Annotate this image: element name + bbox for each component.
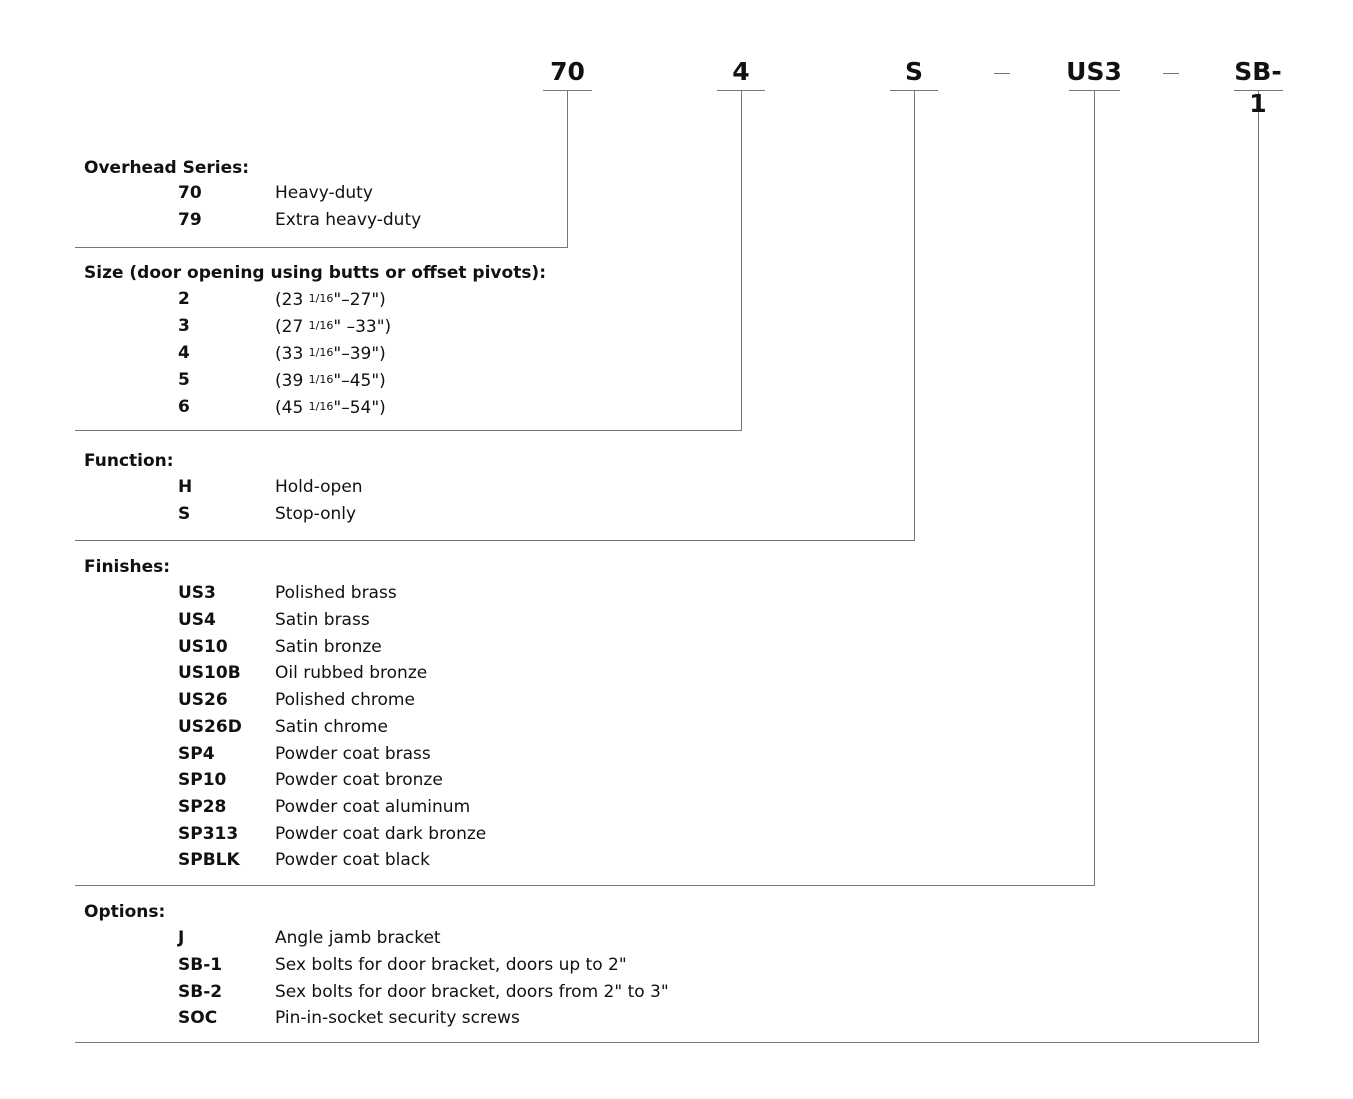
code-finish: US3 [1066,57,1122,86]
item-range: (45 1/16"–54") [275,398,386,418]
section-title-finishes: Finishes: [84,557,171,577]
item-code: US4 [178,610,216,630]
item-desc: Sex bolts for door bracket, doors up to … [275,955,627,975]
section-title-size: Size (door opening using butts or offset… [84,263,547,283]
item-code: 5 [178,370,190,390]
item-code: SB-2 [178,982,223,1002]
leader-series [75,91,568,248]
item-code: SP10 [178,770,227,790]
item-code: US26 [178,690,228,710]
item-desc: Oil rubbed bronze [275,663,428,683]
separator-dash [994,73,1010,74]
item-code: 4 [178,343,190,363]
item-range: (23 1/16"–27") [275,290,386,310]
item-desc: Extra heavy-duty [275,210,422,230]
item-desc: Sex bolts for door bracket, doors from 2… [275,982,669,1002]
item-desc: Powder coat black [275,850,430,870]
item-desc: Satin chrome [275,717,388,737]
section-title-series: Overhead Series: [84,158,250,178]
item-desc: Hold-open [275,477,363,497]
item-desc: Polished brass [275,583,397,603]
item-desc: Polished chrome [275,690,415,710]
item-desc: Satin bronze [275,637,382,657]
leader-finish [75,91,1095,886]
item-desc: Powder coat bronze [275,770,443,790]
item-code: J [178,928,185,948]
item-range: (39 1/16"–45") [275,371,386,391]
separator-dash [1163,73,1179,74]
item-code: H [178,477,193,497]
item-desc: Powder coat dark bronze [275,824,487,844]
leader-function [75,91,915,541]
code-option: SB-1 [1234,57,1282,118]
code-size: 4 [732,57,750,86]
item-code: 6 [178,397,190,417]
item-code: SP313 [178,824,239,844]
item-code: US10 [178,637,228,657]
item-range: (27 1/16" –33") [275,317,392,337]
item-desc: Satin brass [275,610,370,630]
item-desc: Powder coat brass [275,744,431,764]
item-code: 79 [178,210,202,230]
code-function: S [904,57,923,86]
item-code: 70 [178,183,202,203]
item-code: 2 [178,289,190,309]
item-desc: Angle jamb bracket [275,928,441,948]
leader-option [75,91,1259,1043]
item-code: SPBLK [178,850,240,870]
code-series: 70 [550,57,585,86]
item-desc: Powder coat aluminum [275,797,471,817]
item-code: US26D [178,717,242,737]
item-code: US10B [178,663,241,683]
section-title-options: Options: [84,902,166,922]
item-code: SB-1 [178,955,223,975]
leader-size [75,91,742,431]
item-code: US3 [178,583,216,603]
item-code: SOC [178,1008,218,1028]
item-code: SP28 [178,797,227,817]
item-code: SP4 [178,744,215,764]
section-title-function: Function: [84,451,174,471]
item-range: (33 1/16"–39") [275,344,386,364]
item-desc: Pin-in-socket security screws [275,1008,520,1028]
item-code: S [178,504,191,524]
item-desc: Heavy-duty [275,183,373,203]
item-desc: Stop-only [275,504,357,524]
item-code: 3 [178,316,190,336]
